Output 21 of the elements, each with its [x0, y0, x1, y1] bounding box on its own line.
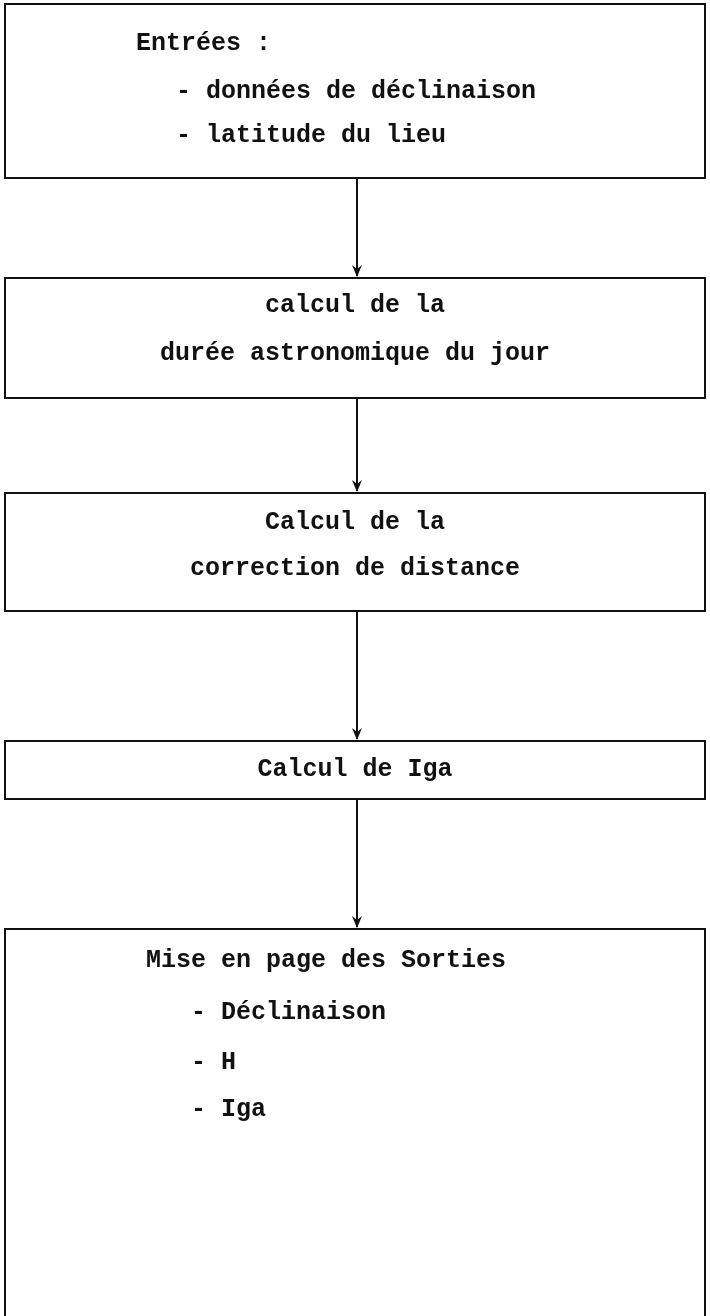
box-text: - H	[191, 1048, 236, 1078]
process-box	[4, 740, 706, 800]
box-text: correction de distance	[189, 554, 521, 584]
process-box	[4, 928, 706, 1316]
arrow	[352, 799, 362, 928]
box-title: Calcul de Iga	[257, 755, 453, 785]
arrow	[352, 611, 362, 740]
box-text: - latitude du lieu	[176, 121, 447, 151]
box-text: - données de déclinaison	[176, 77, 537, 107]
arrow	[352, 398, 362, 492]
process-box	[4, 3, 706, 179]
box-title: Mise en page des Sorties	[146, 946, 507, 976]
box-title: calcul de la	[265, 291, 445, 321]
arrow	[352, 178, 362, 277]
box-text: durée astronomique du jour	[159, 339, 551, 369]
process-box	[4, 492, 706, 612]
box-text: - Déclinaison	[191, 998, 387, 1028]
process-box	[4, 277, 706, 399]
box-title: Entrées :	[136, 29, 272, 59]
box-title: Calcul de la	[265, 508, 445, 538]
box-text: - Iga	[191, 1095, 266, 1125]
